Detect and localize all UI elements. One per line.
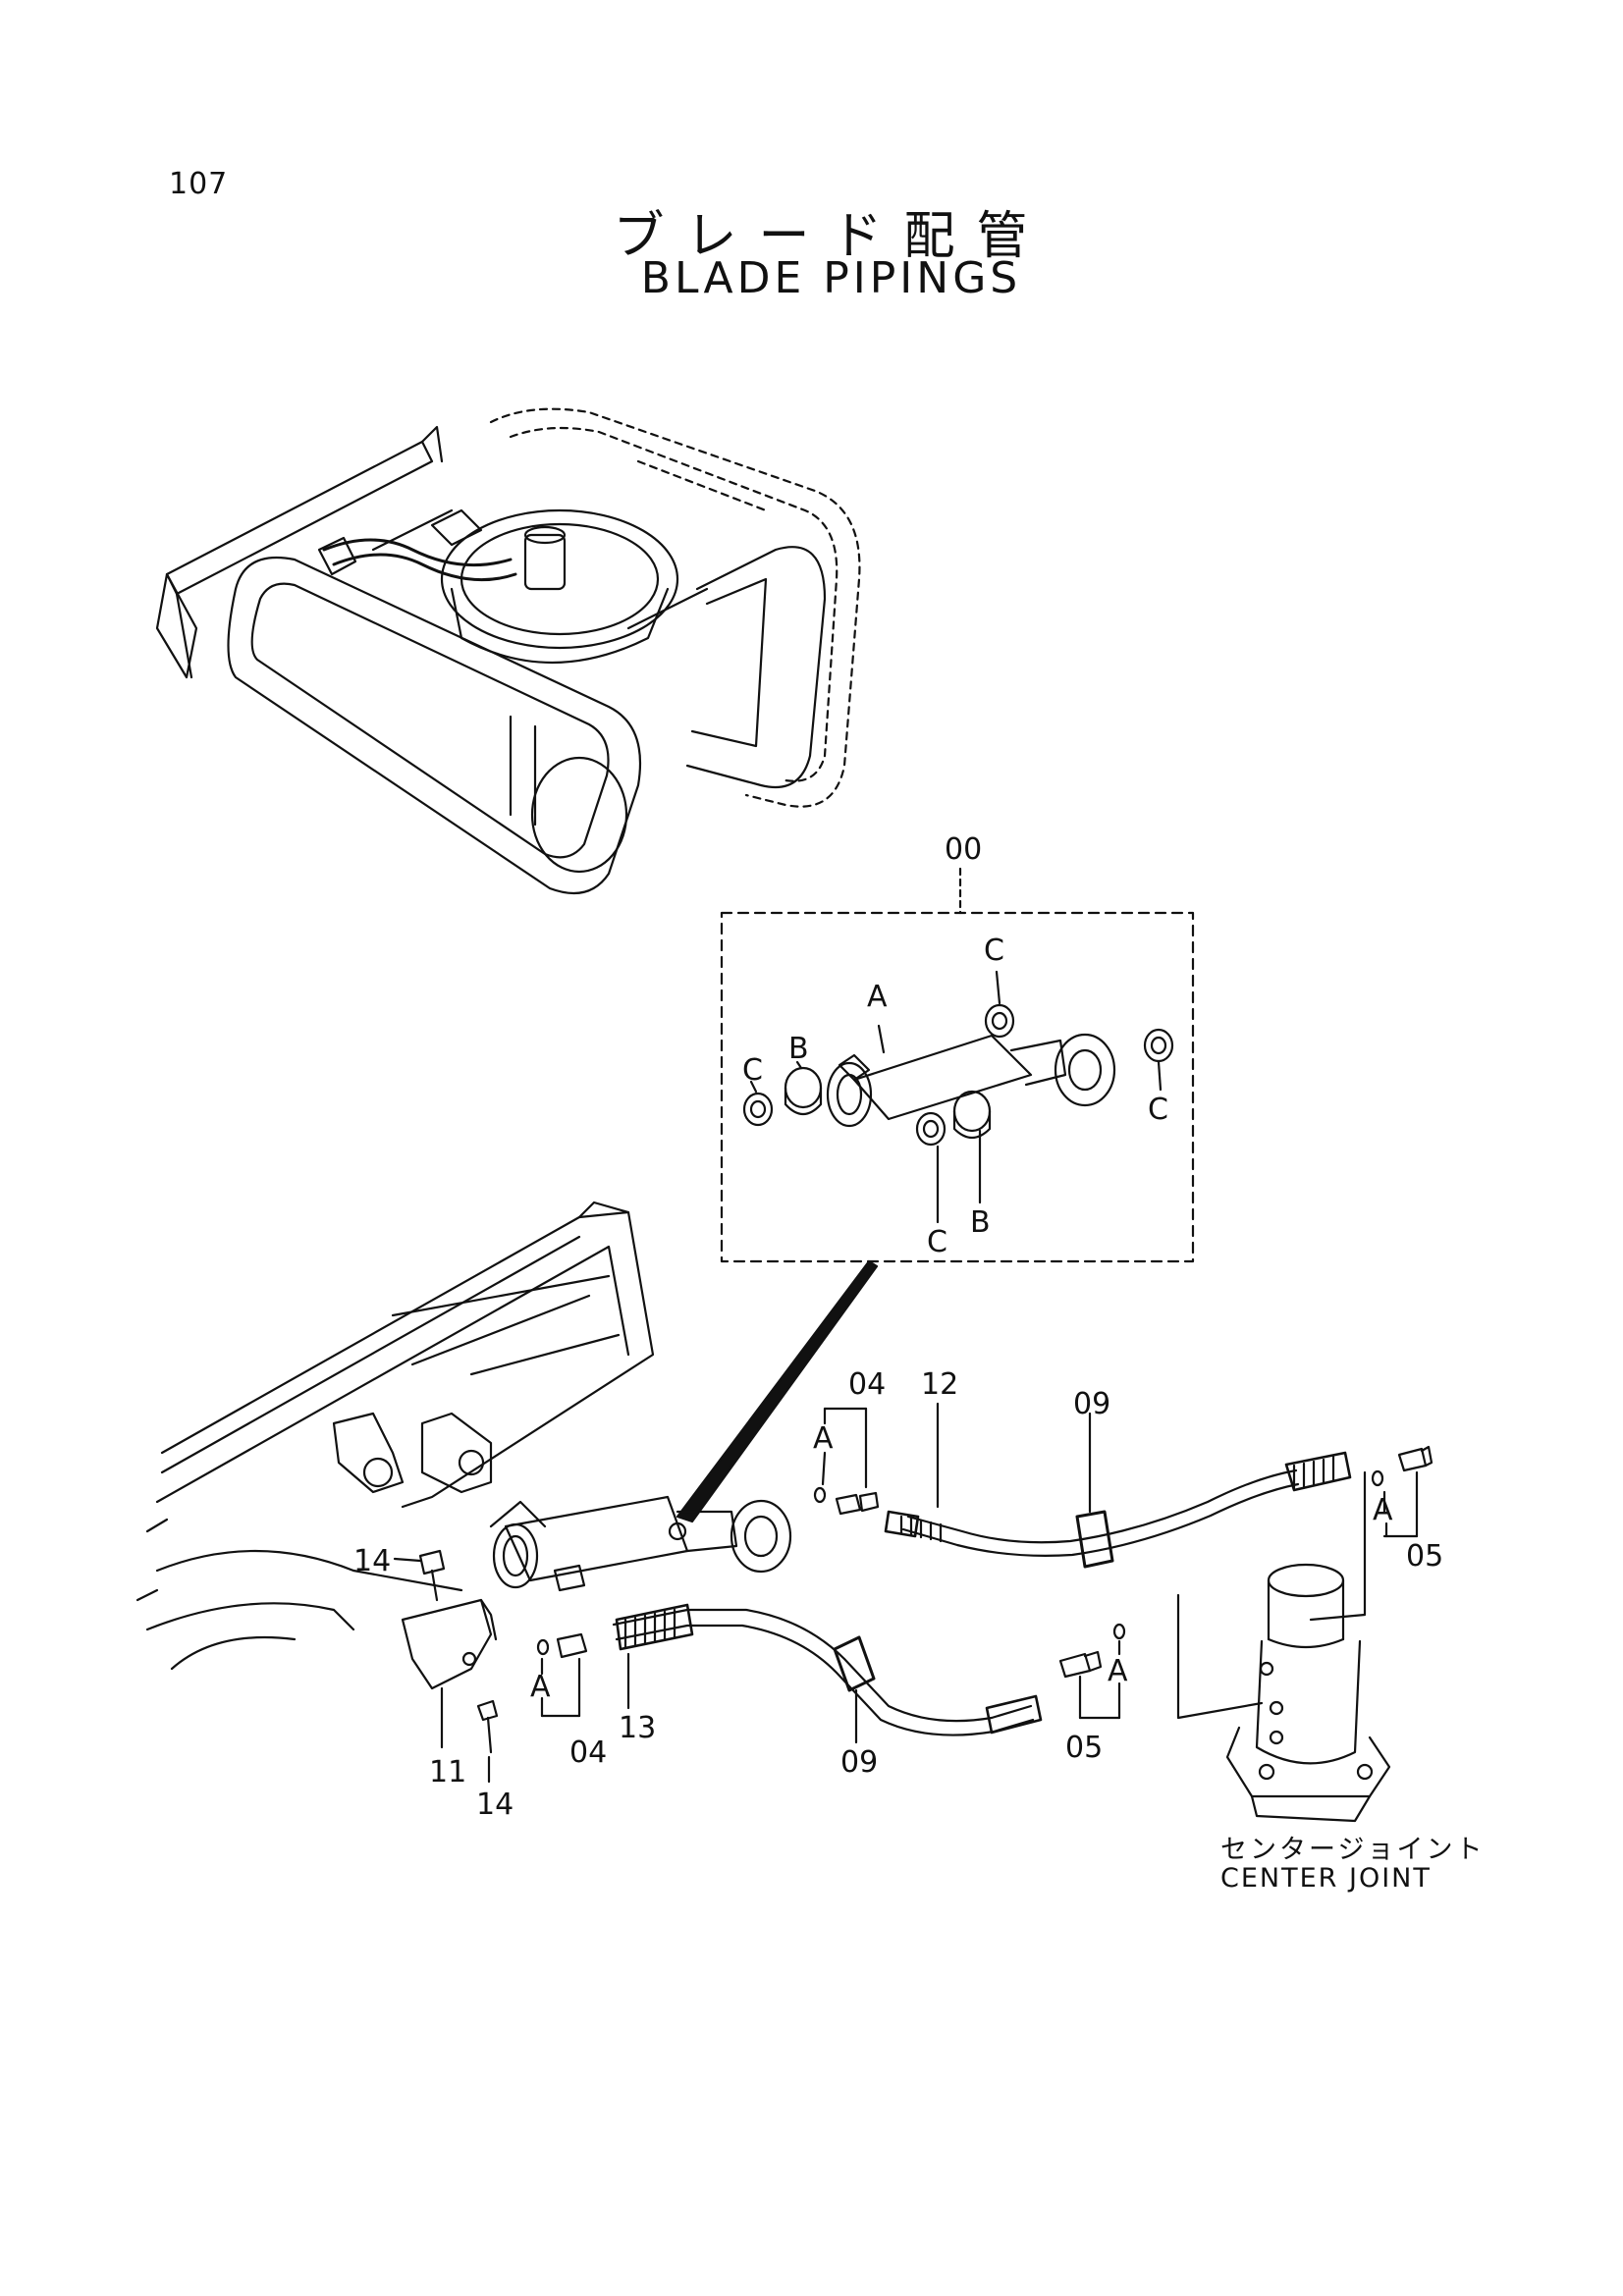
- kit-letter-c-bottom: C: [927, 1225, 947, 1259]
- letter-a-04-bottom: A: [530, 1670, 551, 1704]
- fitting-05-bottom: [1058, 1623, 1126, 1720]
- bolt-14-bottom: [476, 1699, 499, 1784]
- letter-a-05-right: A: [1373, 1493, 1393, 1527]
- kit-letter-c-left: C: [742, 1053, 763, 1088]
- page-title-japanese: ブレード配管: [613, 207, 1050, 266]
- callout-13: 13: [619, 1711, 656, 1745]
- callout-11: 11: [429, 1755, 466, 1789]
- bracket-11: [401, 1598, 498, 1749]
- bushing-b-bottom: [952, 1090, 992, 1140]
- page-title: BLADE PIPINGS: [640, 253, 1022, 303]
- center-joint: [1176, 1470, 1391, 1823]
- callout-04-top: 04: [848, 1367, 886, 1402]
- page-number: 107: [169, 167, 229, 201]
- letter-a-05-bottom: A: [1108, 1654, 1128, 1688]
- blade-cylinder: [489, 1495, 792, 1592]
- callout-14-top: 14: [353, 1544, 391, 1578]
- seal-kit-box: [676, 867, 1195, 1523]
- kit-letter-c-top: C: [984, 934, 1004, 968]
- callout-05-bottom: 05: [1065, 1731, 1103, 1765]
- fitting-04-top: [813, 1407, 880, 1516]
- blade-assembly: [135, 1201, 655, 1671]
- seal-ring-c-top: [984, 1003, 1015, 1039]
- fitting-05-right: [1371, 1445, 1434, 1538]
- hose-12: [884, 1402, 1352, 1569]
- kit-letter-b-bottom: B: [970, 1205, 991, 1240]
- callout-00: 00: [945, 832, 982, 867]
- undercarriage-overview: [155, 407, 861, 895]
- kit-letter-b-left: B: [788, 1032, 809, 1066]
- callout-14-bottom: 14: [476, 1788, 514, 1822]
- letter-a-04-top: A: [813, 1421, 834, 1456]
- hose-13: [612, 1603, 1043, 1744]
- callout-09-top: 09: [1073, 1387, 1110, 1421]
- kit-letter-c-right: C: [1148, 1093, 1168, 1127]
- callout-12: 12: [921, 1367, 958, 1402]
- kit-letter-a: A: [867, 980, 888, 1014]
- center-joint-label-japanese: センタージョイント: [1220, 1835, 1486, 1865]
- center-joint-label: CENTER JOINT: [1220, 1863, 1432, 1894]
- callout-04-bottom: 04: [569, 1735, 607, 1770]
- callout-09-bottom: 09: [840, 1745, 878, 1780]
- seal-ring-c-left: [742, 1092, 774, 1127]
- seal-ring-c-right: [1143, 1028, 1174, 1063]
- bolt-14-top: [393, 1549, 446, 1602]
- seal-ring-c-bottom: [915, 1111, 947, 1147]
- bushing-b-left: [784, 1066, 823, 1116]
- callout-05-right: 05: [1406, 1539, 1443, 1574]
- fitting-04-bottom: [536, 1632, 588, 1718]
